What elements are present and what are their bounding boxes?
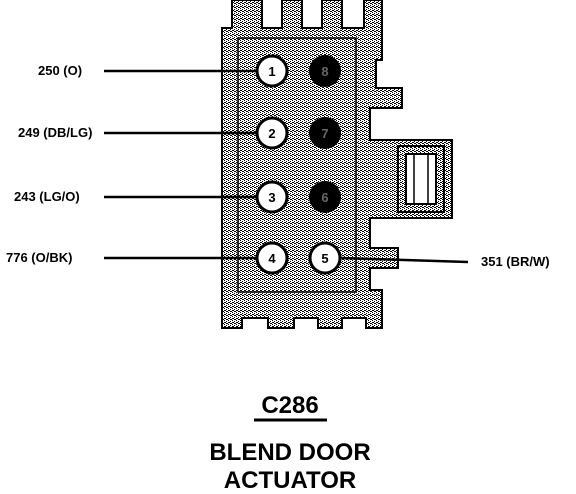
- pin-5: 5: [308, 241, 342, 275]
- caption-line-2: ACTUATOR: [224, 467, 356, 494]
- caption-line-1: BLEND DOOR: [209, 439, 370, 466]
- pin-7-number: 7: [321, 126, 328, 141]
- pin-2: 2: [255, 116, 289, 150]
- pin-8-number: 8: [321, 64, 328, 79]
- pin-2-number: 2: [268, 126, 275, 141]
- connector-inner-outline: [237, 37, 357, 293]
- pin-4-number: 4: [268, 251, 276, 266]
- wire-line-5: [339, 256, 469, 264]
- wire-label-5: 351 (BR/W): [481, 254, 550, 269]
- wire-label-1: 250 (O): [38, 63, 82, 78]
- pin-6-number: 6: [321, 190, 328, 205]
- pin-4: 4: [255, 241, 289, 275]
- pin-7: 7: [309, 117, 341, 149]
- pin-8: 8: [309, 55, 341, 87]
- pin-6: 6: [309, 181, 341, 213]
- locking-tab: [397, 145, 445, 213]
- wire-label-4: 776 (O/BK): [6, 250, 72, 265]
- pin-3: 3: [255, 180, 289, 214]
- wire-label-3: 243 (LG/O): [14, 189, 80, 204]
- wire-label-2: 249 (DB/LG): [18, 125, 92, 140]
- pin-5-number: 5: [321, 251, 328, 266]
- pin-1: 1: [255, 54, 289, 88]
- connector-id: C286: [261, 392, 318, 419]
- pin-3-number: 3: [268, 190, 275, 205]
- pin-1-number: 1: [268, 64, 275, 79]
